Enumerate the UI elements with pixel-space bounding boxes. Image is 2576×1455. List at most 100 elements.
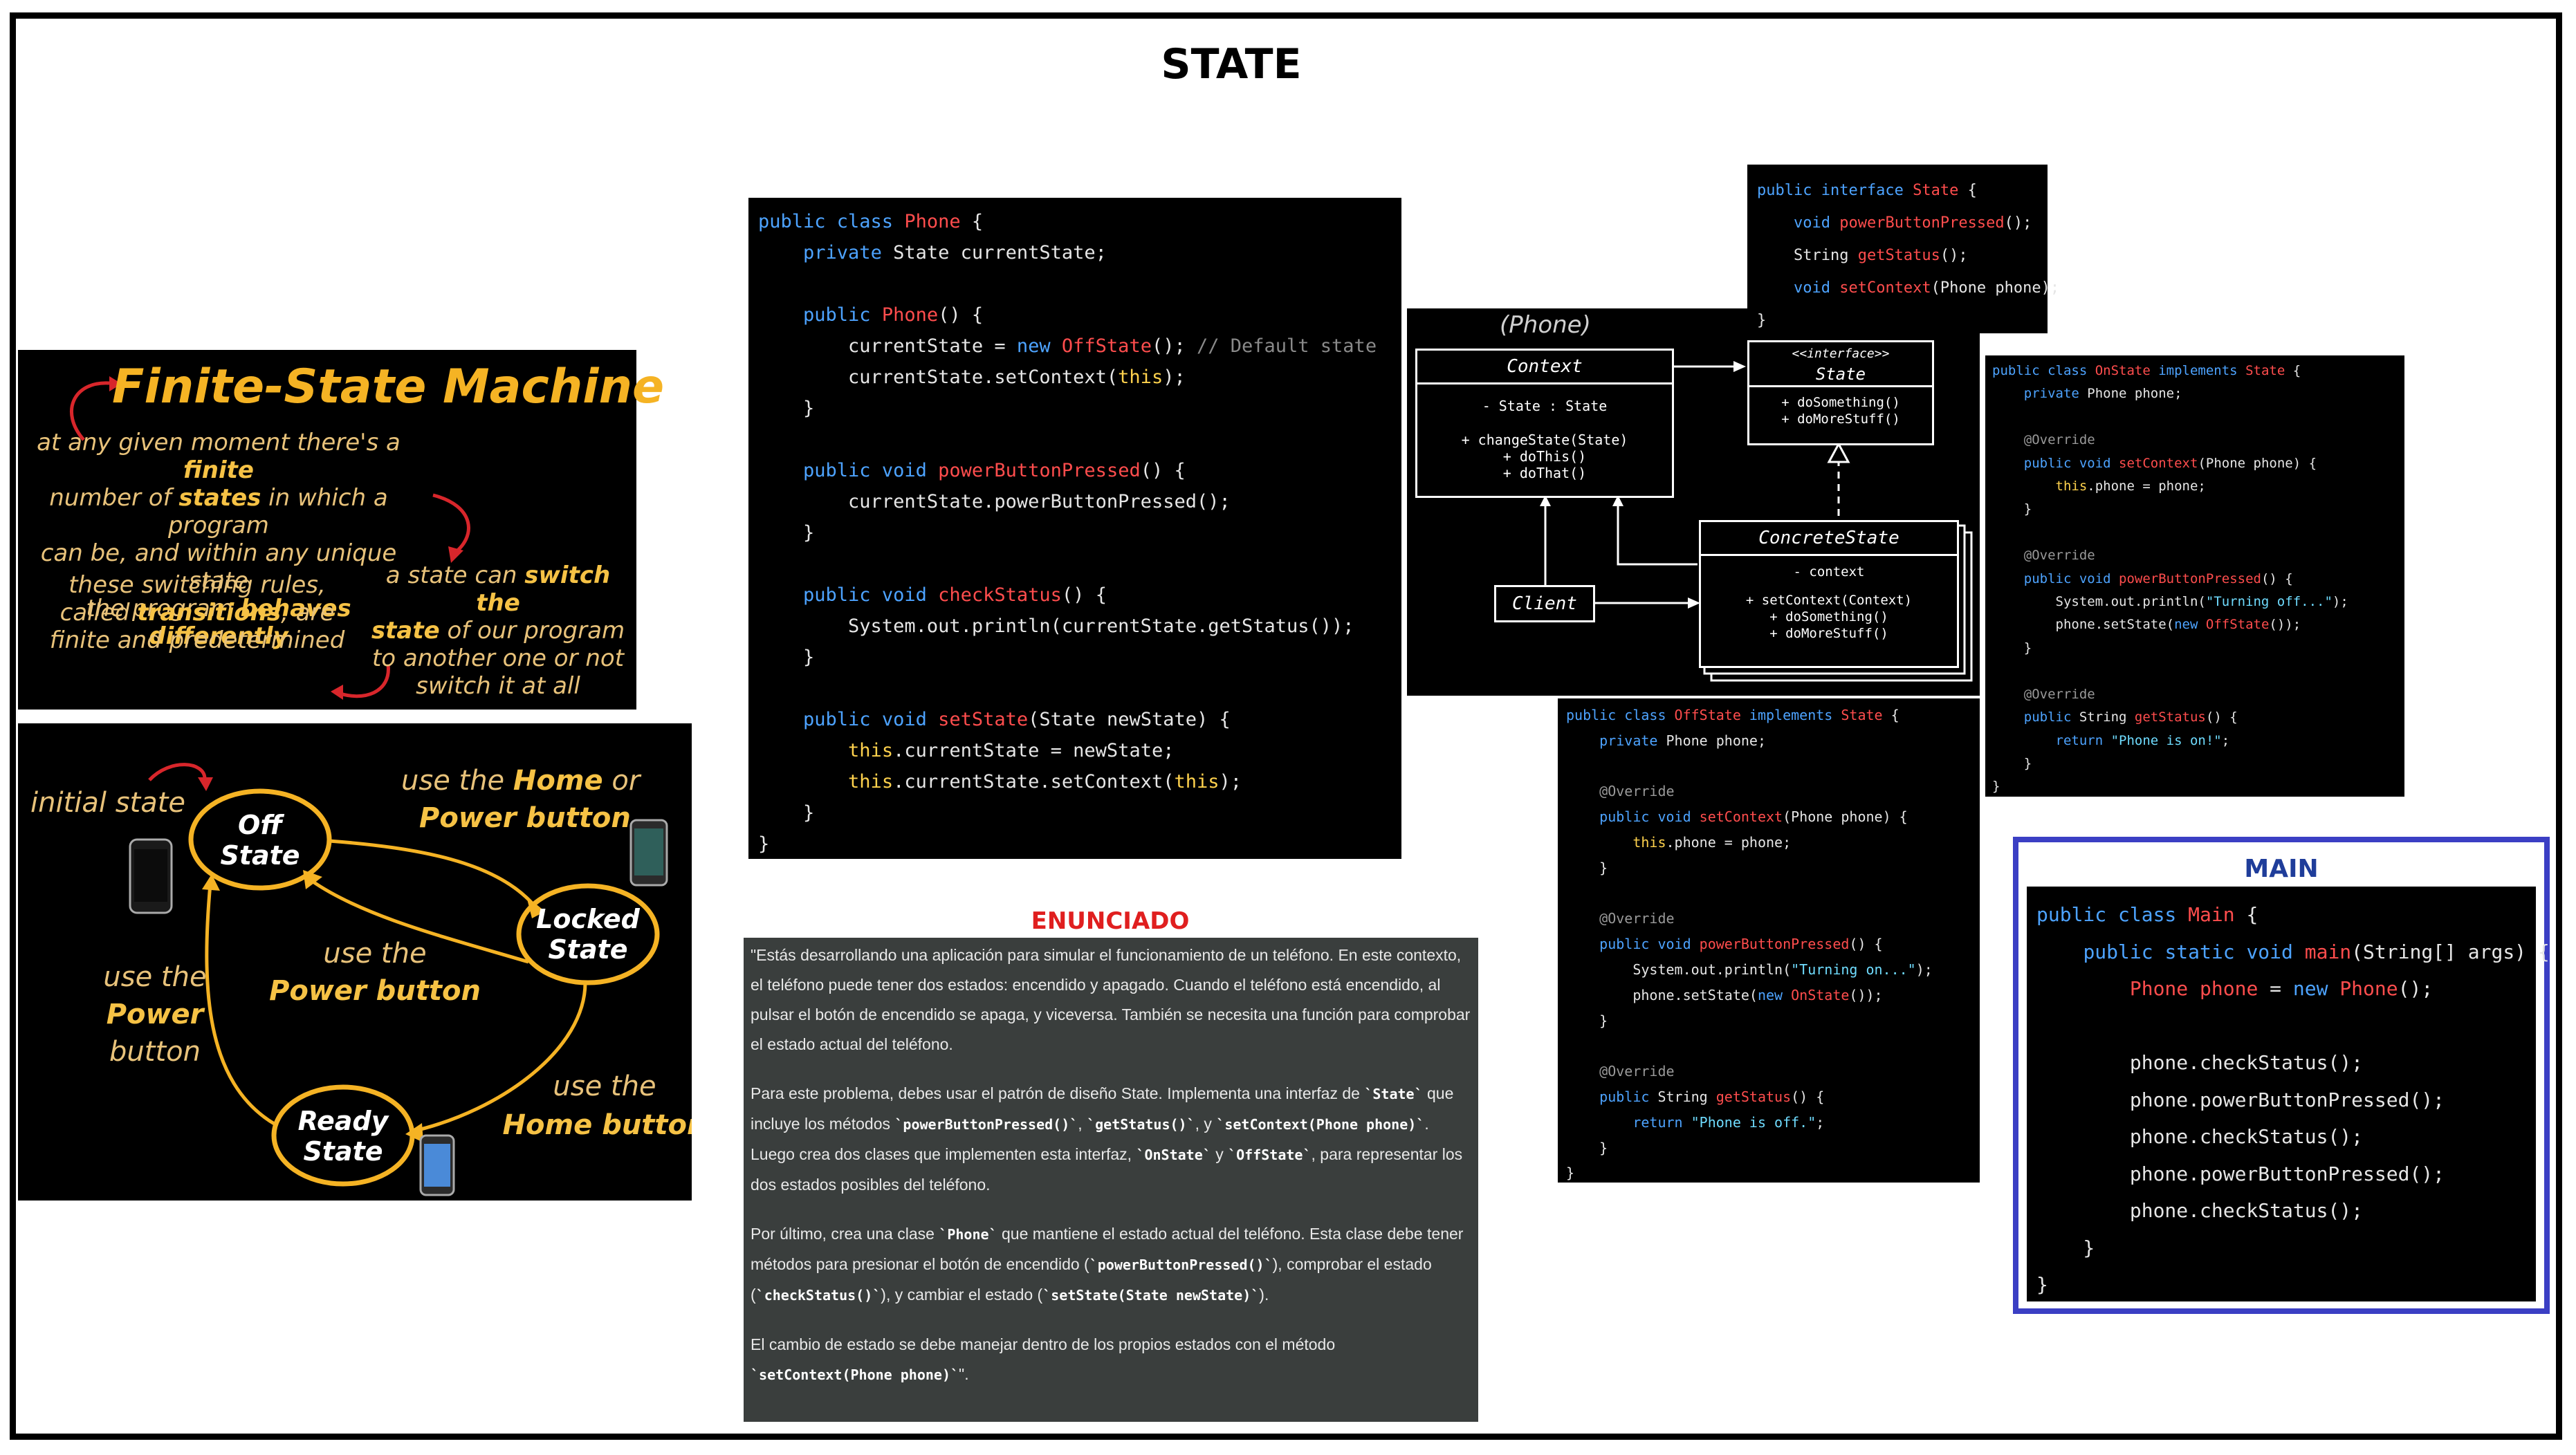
code-line (758, 673, 1392, 704)
top-transition-label-2: Power button (419, 802, 631, 834)
left-transition-label-2: Power (107, 999, 205, 1030)
off-state-label-2: State (220, 840, 300, 871)
phone-locked-icon (629, 819, 668, 887)
main-title: MAIN (2244, 855, 2319, 883)
code-line: } (758, 802, 815, 824)
code-line: public interface State { (1757, 182, 1977, 199)
code-line: currentState.powerButtonPressed(); (758, 491, 1231, 512)
off-state-node (188, 788, 332, 891)
code-line: public static void main(String[] args) { (2083, 940, 2550, 963)
code-line (1992, 406, 2398, 429)
locked-state-label-1: Locked (536, 904, 641, 934)
code-line: phone.checkStatus(); (2036, 1199, 2364, 1222)
code-line: private Phone phone; (1599, 732, 1766, 749)
code-line: public void setState(State newState) { (803, 709, 1231, 730)
fsm-title: Finite-State Machine (112, 360, 665, 414)
phone-ready-icon (419, 1134, 455, 1196)
transition-locked-to-ready-head (405, 1123, 423, 1142)
transition-ready-to-off (205, 883, 277, 1127)
concrete-to-context-line (1617, 501, 1698, 566)
mid-transition-label-2: Power button (269, 975, 481, 1007)
code-line (1992, 521, 2398, 544)
code-line: public void setContext(Phone phone) { (2023, 455, 2317, 471)
transition-locked-to-off (311, 879, 529, 964)
fsm-arrow-right-head (448, 546, 463, 563)
mid-transition-label-1: use the (323, 938, 426, 970)
code-line (1566, 754, 1971, 779)
ready-state-label-1: Ready (298, 1106, 390, 1136)
fsm-switch-note: a state can switch the state of our prog… (371, 562, 625, 700)
code-line: phone.setState(new OffState()); (1992, 617, 2301, 633)
fsm-arrow-bottom (335, 664, 390, 698)
uml-concrete-ops: + setContext(Context) + doSomething() + … (1745, 593, 1913, 641)
transition-ready-to-off-head (202, 874, 220, 891)
fsm-transitions-note: these switching rules, called transition… (49, 571, 345, 654)
code-line: } (2036, 1273, 2048, 1296)
fsm-arrows (70, 376, 470, 700)
enunciado-paragraph-1: "Estás desarrollando una aplicación para… (751, 946, 1471, 1053)
code-line: void powerButtonPressed(); (1793, 214, 2032, 232)
code-line: @Override (2023, 432, 2095, 448)
enunciado-paragraph-2: Para este problema, debes usar el patrón… (751, 1084, 1463, 1194)
code-line: phone.checkStatus(); (2036, 1125, 2364, 1148)
code-line: } (758, 833, 770, 855)
code-line: public void checkStatus() { (803, 584, 1107, 606)
fsm-arrow-bottom-head (331, 685, 343, 700)
phone-class-code: public class Phone { private State curre… (748, 198, 1401, 859)
state-diagram: Off State Locked State Ready State initi… (30, 763, 692, 1196)
right-transition-label-2: Home button (503, 1109, 692, 1141)
code-line (1566, 881, 1971, 907)
transition-off-to-locked-head (526, 896, 545, 918)
top-transition-label: use the Home or (401, 765, 642, 797)
code-line: } (1992, 501, 2032, 517)
page-title: STATE (1161, 40, 1302, 89)
code-line: } (1757, 312, 1767, 329)
phone-off-icon (129, 838, 173, 914)
code-line: public void setContext(Phone phone) { (1599, 808, 1908, 826)
right-transition-label-1: use the (553, 1071, 656, 1102)
main-box: MAIN public class Main { public static v… (2013, 837, 2550, 1314)
code-line: phone.setState(new OnState()); (1566, 986, 1883, 1003)
fsm-arrow-top (70, 381, 110, 441)
code-line: @Override (2023, 686, 2095, 702)
code-line: public void powerButtonPressed() { (803, 460, 1186, 481)
code-line: } (1566, 859, 1608, 876)
code-line: @Override (1599, 783, 1675, 800)
realization-head (1827, 441, 1850, 463)
code-line: System.out.println("Turning off..."); (1992, 594, 2348, 610)
code-line (2036, 1008, 2526, 1045)
locked-state-node (516, 883, 660, 985)
uml-interface-title: State (1749, 363, 1932, 387)
code-line: System.out.println(currentState.getStatu… (758, 615, 1354, 637)
code-line: return "Phone is on!"; (2055, 732, 2230, 748)
uml-concrete-attr: - context (1793, 564, 1865, 580)
code-line (758, 548, 1392, 580)
onstate-class-code: public class OnState implements State { … (1985, 355, 2404, 797)
uml-interface-stereotype: <<interface>> (1792, 346, 1890, 361)
code-line: this.currentState.setContext(this); (848, 771, 1242, 793)
left-transition-label-1: use the (103, 961, 206, 993)
uml-client-title: Client (1512, 593, 1577, 614)
code-line: public class Main { (2036, 903, 2258, 926)
transition-locked-to-off-head (303, 870, 322, 889)
code-line: } (2036, 1236, 2095, 1259)
code-line: this.currentState = newState; (848, 740, 1175, 761)
code-line: @Override (1599, 1063, 1675, 1080)
client-to-concrete-head (1688, 597, 1700, 609)
ready-state-label-2: State (303, 1136, 383, 1167)
code-line: public String getStatus() { (1599, 1088, 1825, 1105)
code-line (1992, 660, 2398, 683)
code-line: } (1992, 779, 2000, 795)
uml-concrete-title: ConcreteState (1701, 522, 1957, 556)
code-line: } (1992, 640, 2032, 656)
uml-interface-ops: + doSomething() + doMoreStuff() (1781, 395, 1900, 427)
code-line: public class OffState implements State { (1566, 707, 1899, 723)
uml-phone-label: (Phone) (1500, 311, 1591, 339)
code-line: public class OnState implements State { (1992, 363, 2301, 378)
locked-state-label-2: State (548, 934, 627, 965)
code-line: System.out.println("Turning on..."); (1566, 961, 1933, 978)
code-line: @Override (1599, 910, 1675, 927)
uml-concrete-box: ConcreteState - context + setContext(Con… (1699, 520, 1959, 668)
code-line: } (758, 522, 815, 544)
code-line: this.phone = phone; (1632, 833, 1792, 851)
